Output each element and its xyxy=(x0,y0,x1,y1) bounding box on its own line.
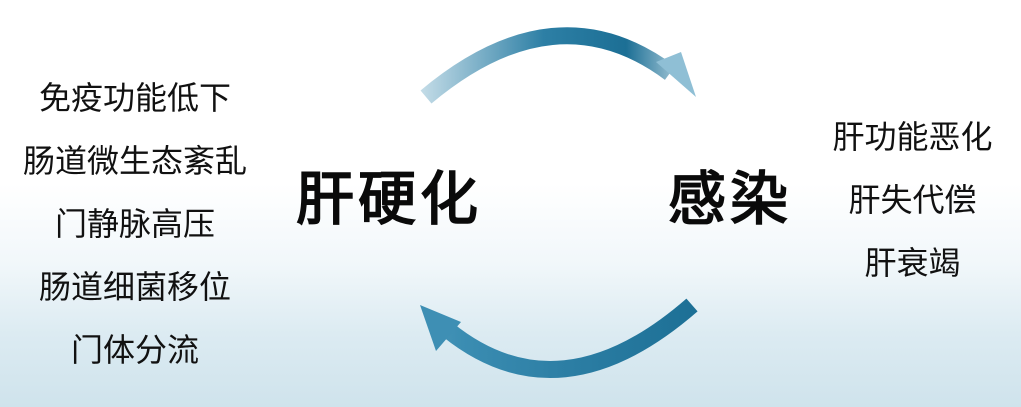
left-factor-item: 门体分流 xyxy=(70,331,199,369)
right-outcome-item: 肝失代偿 xyxy=(848,181,977,219)
left-factor-item: 肠道细菌移位 xyxy=(38,268,231,306)
node-infection: 感染 xyxy=(668,165,793,233)
left-factor-list: 免疫功能低下 肠道微生态紊乱 门静脉高压 肠道细菌移位 门体分流 xyxy=(0,72,270,387)
left-factor-item: 门静脉高压 xyxy=(54,205,215,243)
left-factor-item: 免疫功能低下 xyxy=(38,79,231,117)
left-factor-item: 肠道微生态紊乱 xyxy=(22,142,247,180)
bottom-arc-arrow xyxy=(420,298,698,379)
right-outcome-item: 肝功能恶化 xyxy=(832,118,993,156)
right-outcome-item: 肝衰竭 xyxy=(864,244,961,282)
top-arc-arrow xyxy=(420,27,696,104)
right-outcome-list: 肝功能恶化 肝失代偿 肝衰竭 xyxy=(810,108,1015,297)
node-cirrhosis: 肝硬化 xyxy=(296,165,483,233)
